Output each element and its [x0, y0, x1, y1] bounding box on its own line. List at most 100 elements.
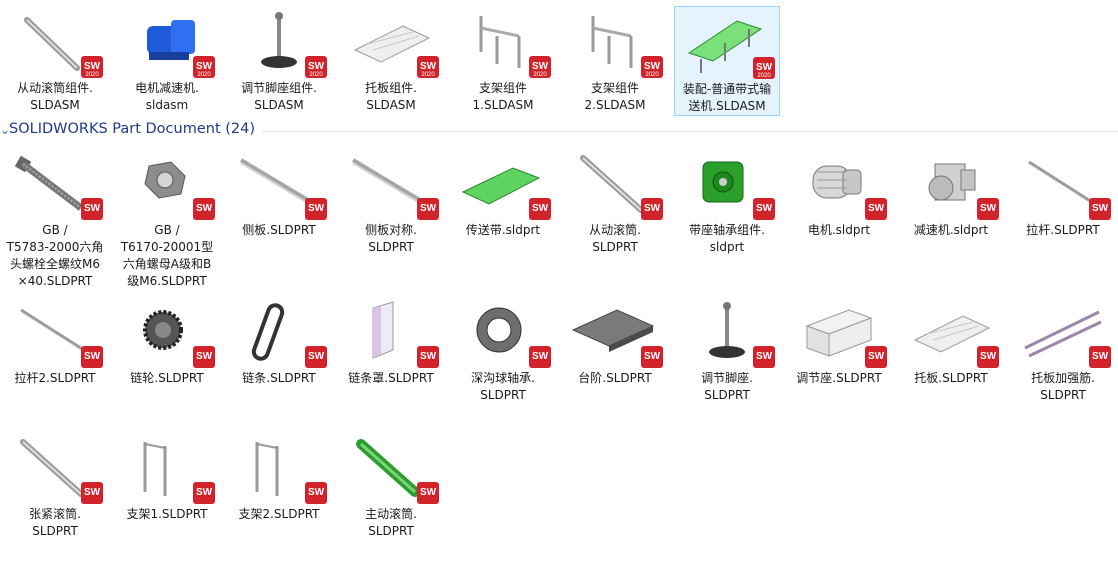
file-tile-part[interactable]: SW 链轮.SLDPRT: [114, 296, 220, 387]
svg-text:SW: SW: [868, 203, 885, 214]
file-tile-part[interactable]: SW 传送带.sldprt: [450, 148, 556, 239]
svg-text:SW: SW: [84, 487, 101, 498]
file-name-line: SLDPRT: [480, 388, 526, 402]
svg-text:SW: SW: [756, 203, 773, 214]
file-tile-part[interactable]: SW 链条.SLDPRT: [226, 296, 332, 387]
file-name-line: SLDPRT: [704, 388, 750, 402]
svg-text:SW: SW: [756, 62, 773, 73]
file-name-line: 链轮.SLDPRT: [130, 371, 204, 385]
file-name-line: 调节脚座.: [701, 371, 753, 385]
solidworks-part-badge-icon: SW: [977, 346, 999, 368]
file-name-line: 调节脚座组件.: [241, 81, 317, 95]
svg-text:SW: SW: [980, 351, 997, 362]
chain-cover-icon: SW: [343, 296, 439, 368]
file-name-line: 托板加强筋.: [1031, 371, 1095, 385]
svg-text:SW: SW: [308, 487, 325, 498]
solidworks-part-badge-icon: SW: [753, 198, 775, 220]
file-name-line: 带座轴承组件.: [689, 223, 765, 237]
file-name-line: 拉杆.SLDPRT: [1026, 223, 1100, 237]
file-name-line: SLDASM: [366, 98, 416, 112]
file-name-line: 传送带.sldprt: [465, 223, 541, 237]
file-name-line: GB /: [154, 223, 180, 237]
motor-icon: SW: [791, 148, 887, 220]
roller-icon: SW: [7, 432, 103, 504]
svg-text:SW: SW: [532, 61, 549, 72]
file-name-line: 托板组件.: [365, 81, 417, 95]
solidworks-part-badge-icon: SW: [81, 198, 103, 220]
chevron-down-icon[interactable]: ⌄: [0, 123, 11, 137]
file-name-line: 六角螺母A级和B: [122, 257, 212, 271]
solidworks-part-badge-icon: SW: [193, 346, 215, 368]
file-name-line: SLDPRT: [32, 524, 78, 538]
file-name-line: 链条.SLDPRT: [242, 371, 316, 385]
solidworks-part-badge-icon: SW: [305, 482, 327, 504]
solidworks-part-badge-icon: SW: [529, 198, 551, 220]
svg-text:SW: SW: [196, 61, 213, 72]
chain-icon: SW: [231, 296, 327, 368]
svg-text:2020: 2020: [421, 72, 435, 78]
svg-text:SW: SW: [868, 351, 885, 362]
hex-nut-icon: SW: [119, 148, 215, 220]
svg-text:SW: SW: [308, 351, 325, 362]
svg-text:2020: 2020: [309, 72, 323, 78]
group-title: SOLIDWORKS Part Document (24): [9, 121, 256, 137]
svg-text:SW: SW: [644, 203, 661, 214]
solidworks-part-badge-icon: SW: [305, 198, 327, 220]
group-header-solidworks-part[interactable]: ⌄ SOLIDWORKS Part Document (24): [0, 121, 1118, 141]
solidworks-part-badge-icon: SW: [865, 198, 887, 220]
file-name-line: 装配-普通带式输: [682, 82, 772, 96]
file-name-line: 2.SLDASM: [584, 98, 646, 112]
file-name-line: sldasm: [145, 98, 189, 112]
belt-icon: SW: [455, 148, 551, 220]
svg-text:2020: 2020: [85, 72, 99, 78]
file-name-line: 电机减速机.: [135, 81, 199, 95]
file-name-line: T6170-20001型: [120, 240, 214, 254]
svg-text:2020: 2020: [645, 72, 659, 78]
solidworks-part-badge-icon: SW: [641, 198, 663, 220]
reducer-icon: SW: [903, 148, 999, 220]
file-name-line: SLDPRT: [1040, 388, 1086, 402]
solidworks-part-badge-icon: SW: [977, 198, 999, 220]
file-name-line: 头螺栓全螺纹M6: [10, 257, 100, 271]
file-tile-part[interactable]: SW 链条罩.SLDPRT: [338, 296, 444, 387]
file-name-line: 链条罩.SLDPRT: [348, 371, 434, 385]
svg-text:SW: SW: [420, 61, 437, 72]
rod-icon: SW: [7, 296, 103, 368]
file-name-line: 侧板对称.: [365, 223, 417, 237]
